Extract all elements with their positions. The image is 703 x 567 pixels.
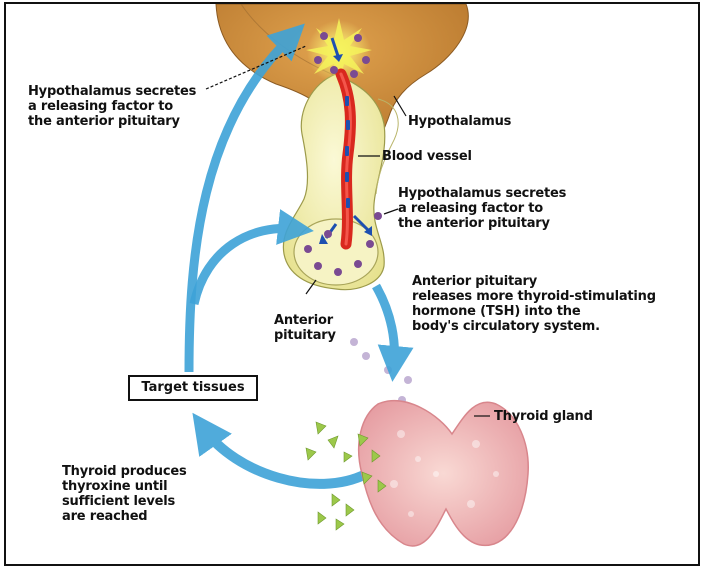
- feedback-arrow-to-pituitary: [194, 228, 296, 304]
- label-thyroid-produces: Thyroid produces thyroxine until suffici…: [62, 464, 187, 524]
- target-tissues-box: Target tissues: [128, 375, 258, 401]
- diagram-frame: Hypothalamus secretes a releasing factor…: [4, 2, 700, 566]
- label-hypothalamus-secretes-top: Hypothalamus secretes a releasing factor…: [28, 84, 196, 129]
- thyroxine-arrow-to-target: [204, 429, 366, 484]
- tsh-arrow-to-thyroid: [376, 286, 394, 364]
- label-thyroid-gland: Thyroid gland: [494, 409, 593, 424]
- label-blood-vessel: Blood vessel: [382, 149, 472, 164]
- label-hypothalamus: Hypothalamus: [408, 114, 511, 129]
- label-anterior-pituitary-releases: Anterior pituitary releases more thyroid…: [412, 274, 656, 334]
- label-hypothalamus-secretes-mid: Hypothalamus secretes a releasing factor…: [398, 186, 566, 231]
- label-anterior-pituitary: Anterior pituitary: [274, 313, 336, 343]
- tsh-dots-released: [350, 338, 412, 404]
